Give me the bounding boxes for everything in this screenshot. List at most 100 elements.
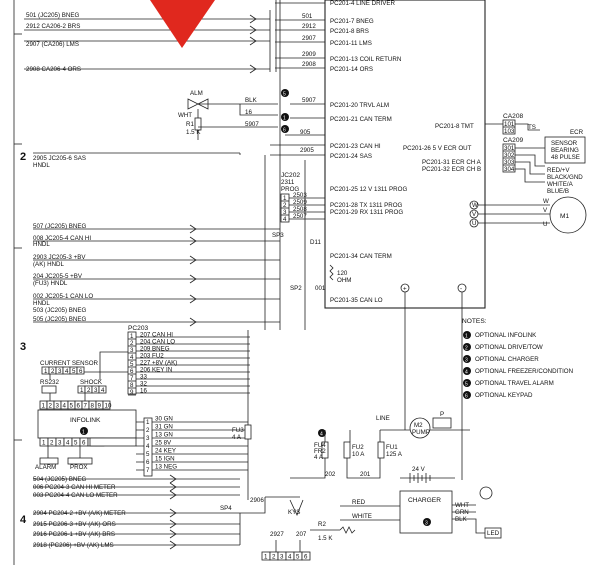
wire-label: 2916 PC206-1 +BV (AK) BRS: [33, 531, 115, 538]
row-number: 3: [20, 341, 26, 353]
wire-label: 204 JC205-5 +BV: [33, 273, 83, 280]
mark-num: 4: [465, 370, 468, 376]
phase-v: V: [472, 211, 477, 218]
mark-num: 3: [465, 358, 468, 364]
prox-label: PROX: [70, 464, 88, 471]
pin: 101: [504, 121, 515, 128]
mark-num: 5: [283, 92, 286, 98]
svg-text:V: V: [543, 207, 548, 214]
resistor-r2: [310, 526, 356, 534]
row-number: 2: [20, 151, 26, 163]
option-mark-5: [281, 89, 289, 97]
alarm-label: ALM: [190, 90, 203, 97]
wire-label: 2918 (PC206) +BV (AK) LMS: [33, 542, 114, 549]
ecr-ch-label: PC201-31 ECR CH A: [422, 159, 482, 166]
jc202-pin: 1: [283, 195, 287, 202]
ecr-label: ECR: [570, 129, 584, 136]
mark-num: 4: [320, 432, 323, 438]
wire-2906: 2906: [250, 497, 264, 504]
red-label: RED: [352, 499, 366, 506]
r2-value: 1.5 K: [318, 535, 333, 542]
infolink-box: [37, 409, 137, 439]
fu1-label: FU1: [386, 444, 398, 451]
notes-legend: NOTES: 1 OPTIONAL INFOLINK 2 OPTIONAL DR…: [462, 318, 573, 400]
pc203-pin: 2: [130, 340, 134, 347]
led-box: [484, 527, 502, 539]
pc201-label: PC201-4 LINE DRIVER: [330, 0, 396, 7]
resistor-r1: [194, 117, 202, 131]
shock-pin: 2: [87, 387, 91, 394]
pc203-title: PC203: [128, 325, 148, 332]
phase-w: W: [472, 202, 478, 209]
infolink-wire: 15 IGN: [155, 456, 175, 463]
ecr-out-label: PC201-26 5 V ECR OUT: [403, 145, 472, 152]
pump-label: PUMP: [412, 429, 430, 436]
alarm-section: ALM WHT R1 1.5 K BLK 16 5907 5907 905 29…: [178, 89, 325, 156]
pc203-wire: 33: [140, 374, 147, 381]
notes-title: NOTES:: [462, 318, 487, 325]
wire-label: 003 PC204-4 CAN LO METER: [33, 492, 118, 499]
pc201-label: PC201-11 LMS: [330, 40, 372, 47]
current-sensor-label: CURRENT SENSOR: [40, 360, 99, 367]
wire-label: 2915 PC206-3 +BV (AK) ORS: [33, 521, 116, 528]
alarm-w2905: 2905: [300, 147, 314, 154]
pin: 303: [504, 159, 515, 166]
wire-label: 501 (JC205) BNEG: [26, 12, 79, 19]
infolink-r-pin: 7: [146, 467, 150, 474]
infolink-bot-pin: 1: [42, 440, 46, 447]
pc203-pin: 7: [130, 375, 134, 382]
infolink-top-pin: 4: [63, 403, 67, 410]
w201-label: 201: [360, 471, 371, 478]
note-item: OPTIONAL CHARGER: [475, 356, 539, 363]
wire-number: 2909: [302, 51, 316, 58]
sensor-wire: WHITE/A: [547, 181, 574, 188]
wht-label: WHT: [455, 502, 469, 509]
infolink-wire: 30 GN: [155, 416, 173, 423]
pc203-wire: 203 FU2: [140, 353, 164, 360]
power-section: FU3 4 A 4 FU4 FR2 4 A FU2 10 A FU1 125 A…: [232, 283, 502, 561]
ohm-unit: OHM: [337, 277, 351, 284]
w2927-label: 2927: [270, 531, 284, 538]
white-label: WHITE: [352, 513, 372, 520]
sensor-label: SENSOR: [551, 140, 578, 147]
infolink-bot-pin: 5: [74, 440, 78, 447]
pc203-pin: 1: [130, 333, 134, 340]
key-switch-icon: [289, 499, 304, 517]
infolink-top-pin: 9: [98, 403, 102, 410]
ohm-value: 120: [337, 270, 348, 277]
infolink-top-pin: 6: [77, 403, 81, 410]
fuse-fu1: [377, 441, 385, 459]
battery-24v-icon: [400, 473, 455, 483]
r1-label: R1: [186, 121, 194, 128]
alarm-label: ALARM: [35, 464, 56, 471]
infolink-top-pin: 2: [49, 403, 53, 410]
fu3-value: 4 A: [232, 434, 242, 441]
alarm-w5907: 5907: [245, 121, 259, 128]
jc202-sub: PROG: [281, 186, 299, 193]
pc201-label: PC201-13 COIL RETURN: [330, 56, 401, 63]
alarm-w905: 905: [300, 129, 311, 136]
key-pin: 6: [304, 554, 308, 561]
pc201-label: PC201-23 CAN HI: [330, 143, 381, 150]
splice-sp4: SP4: [220, 505, 232, 512]
wire-label: 2907 (CA206) LMS: [26, 41, 79, 48]
key-pin: 1: [264, 554, 268, 561]
fu4-value: 4 A: [314, 454, 324, 461]
pc201-label: PC201-29 RX 1311 PROG: [330, 209, 403, 216]
pin: 304: [504, 166, 515, 173]
infolink-top-pin: 1: [42, 403, 46, 410]
svg-text:+: +: [403, 286, 407, 293]
fu4-label: FU4: [314, 442, 326, 449]
blk-label: BLK: [455, 516, 468, 523]
note-item: OPTIONAL TRAVEL ALARM: [475, 380, 554, 387]
fuse-fu3: [244, 424, 252, 440]
pc201-label: PC201-34 CAN TERM: [330, 253, 392, 260]
wire-label: 006 PC204-3 CAN HI METER: [33, 484, 116, 491]
fu2-value: 10 A: [352, 451, 365, 458]
sensor-wire: RED/+V: [547, 167, 570, 174]
alarm-w16: 16: [245, 109, 252, 116]
jc202-pin: 2: [283, 202, 287, 209]
